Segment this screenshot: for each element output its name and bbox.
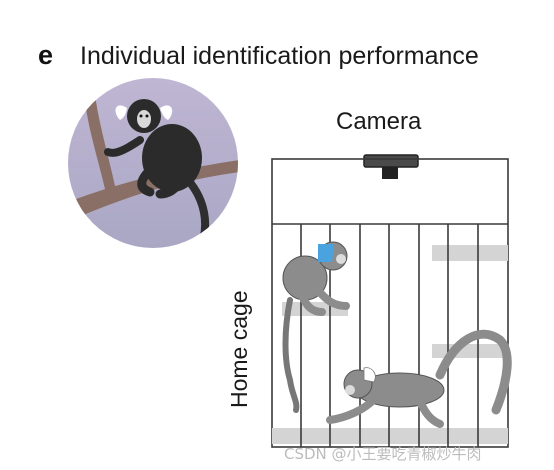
marmoset-portrait-icon (68, 78, 238, 248)
panel-letter: e (38, 40, 54, 70)
home-cage-icon (271, 158, 512, 448)
panel-title: Individual identification performance (80, 42, 479, 70)
marmoset-upper (282, 241, 350, 413)
home-cage-label: Home cage (226, 290, 252, 408)
watermark: CSDN @小王要吃青椒炒牛肉 (284, 445, 482, 463)
camera-icon (363, 154, 419, 179)
camera-label: Camera (336, 108, 422, 135)
marmoset-lower (326, 329, 512, 428)
